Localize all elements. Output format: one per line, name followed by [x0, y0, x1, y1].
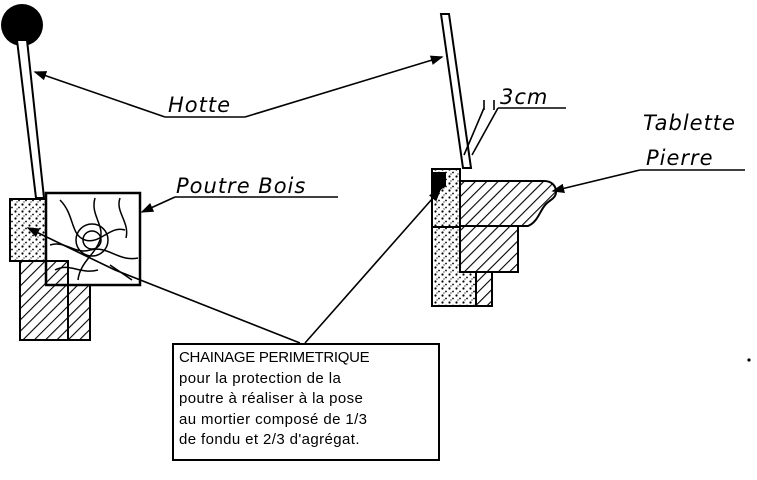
- pierre-leader: [551, 169, 641, 194]
- tablette-label: Tablette: [643, 111, 736, 135]
- hood-ball-icon: [1, 4, 43, 46]
- stray-dot: [747, 358, 751, 362]
- note-leader-right: [304, 188, 442, 344]
- chainage-note-box: CHAINAGE PERIMETRIQUE pour la protection…: [172, 343, 440, 461]
- hotte-label: Hotte: [168, 93, 231, 117]
- note-leader-left: [26, 227, 301, 344]
- poutre-bois-label: Poutre Bois: [176, 174, 306, 198]
- note-line-3: au mortier composé de 1/3: [179, 410, 368, 428]
- left-assembly: [1, 4, 142, 341]
- leader-lines: [26, 55, 745, 344]
- poutre-leader: [140, 196, 176, 213]
- left-wall-lower: [19, 260, 91, 341]
- hotte-leader-left: [33, 71, 166, 118]
- note-line-1: pour la protection de la: [179, 369, 342, 387]
- right-hood-rod: [439, 13, 473, 169]
- hotte-leader-right: [244, 55, 444, 118]
- stone-tablet: [459, 180, 558, 227]
- right-assembly: [431, 13, 558, 307]
- note-title: CHAINAGE PERIMETRIQUE: [179, 349, 370, 366]
- three-cm-label: 3cm: [500, 85, 548, 109]
- pierre-label: Pierre: [646, 146, 714, 170]
- right-lower-stone: [459, 225, 519, 273]
- note-line-4: de fondu et 2/3 d'agrégat.: [179, 431, 360, 448]
- timber-grain: [49, 197, 139, 281]
- left-chainage-block: [9, 198, 47, 262]
- left-hood-rod: [15, 39, 46, 199]
- note-line-2: poutre à réaliser à la pose: [179, 390, 364, 407]
